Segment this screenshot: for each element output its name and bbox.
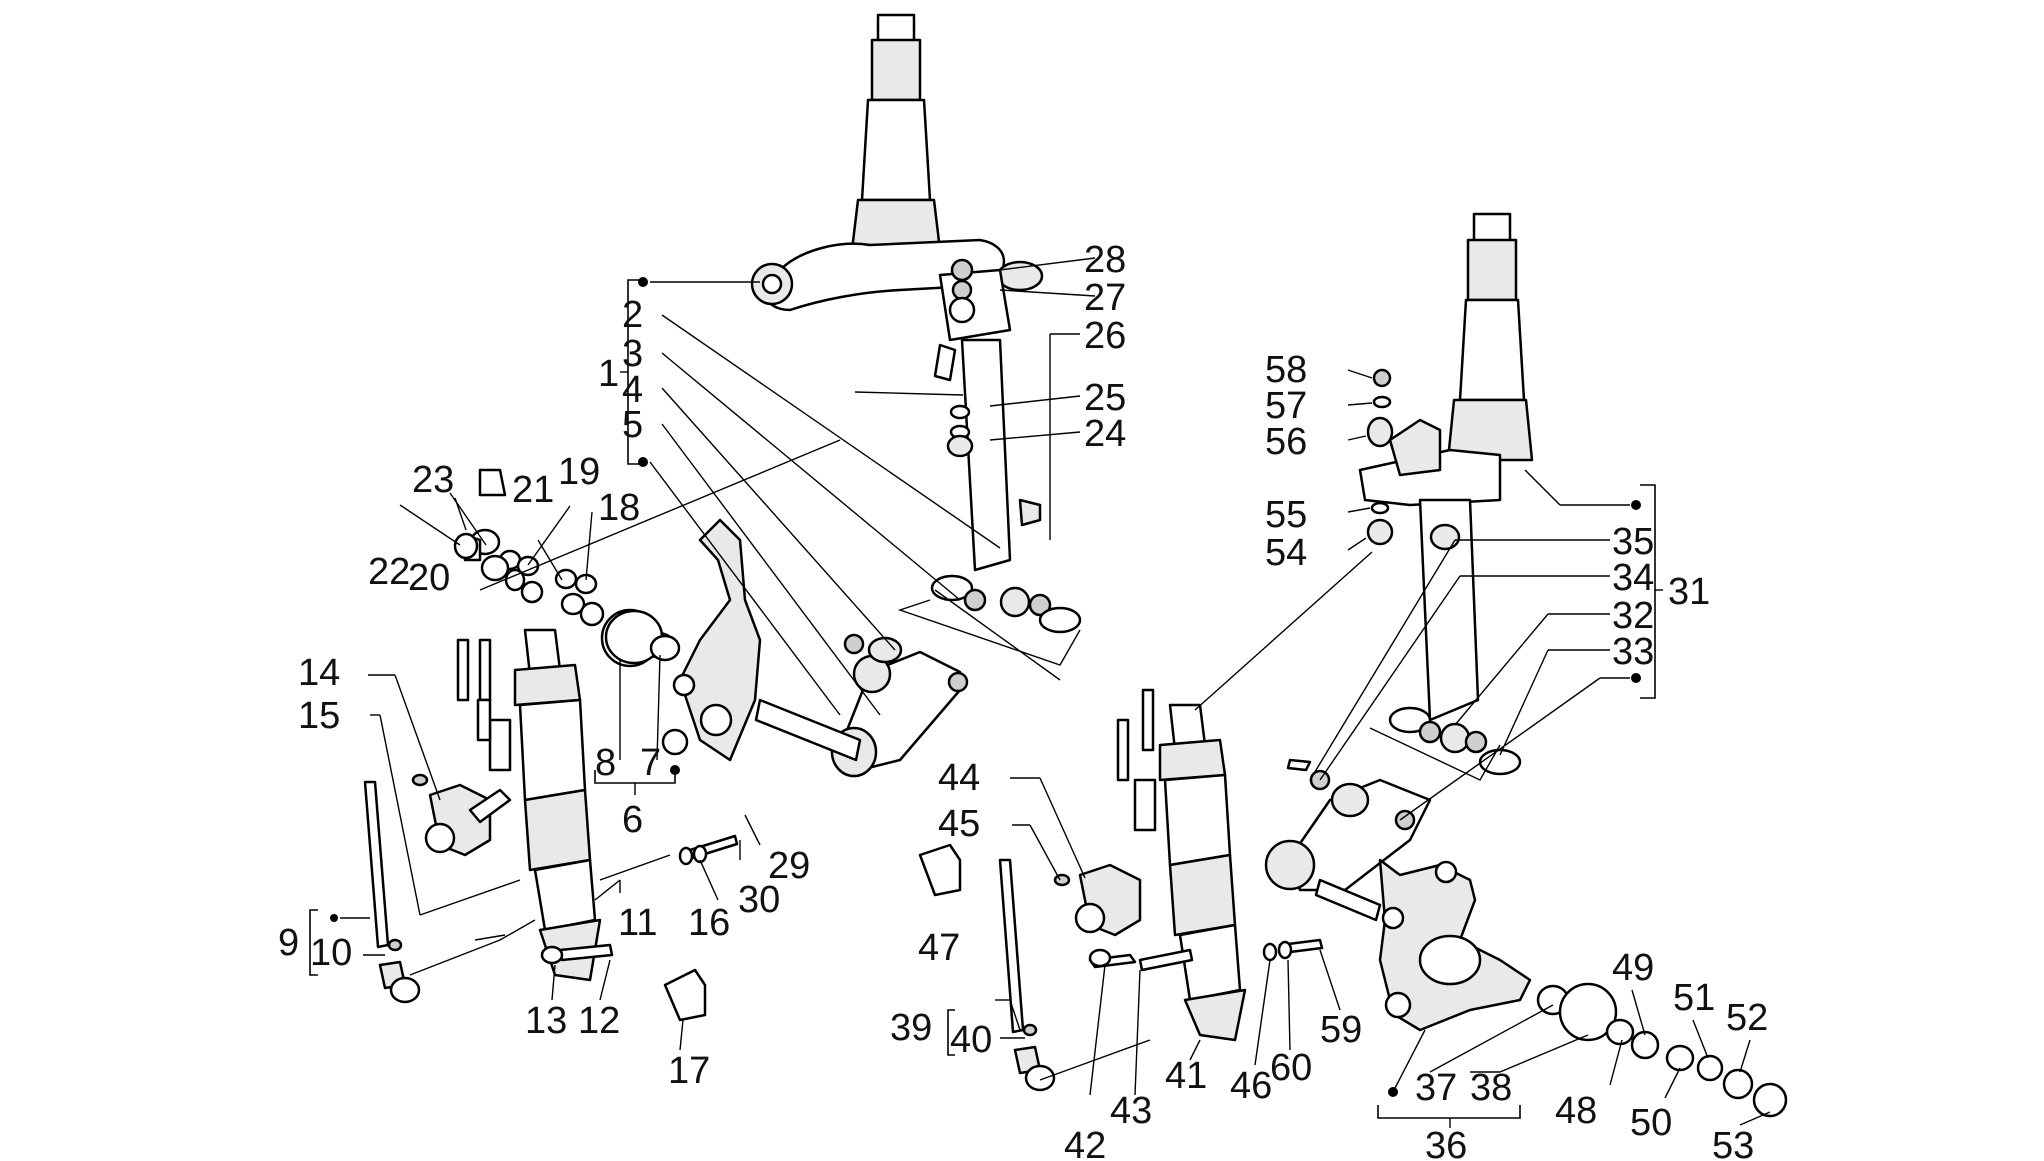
callout-7: 7 — [640, 742, 661, 784]
callout-14: 14 — [298, 652, 340, 694]
callout-37: 37 — [1415, 1067, 1457, 1109]
callout-18: 18 — [598, 487, 640, 529]
callout-52: 52 — [1726, 997, 1768, 1039]
right-brackets — [918, 843, 1324, 972]
callout-28: 28 — [1084, 239, 1126, 281]
callout-35: 35 — [1612, 521, 1654, 563]
callout-43: 43 — [1110, 1090, 1152, 1132]
right-swing-arm — [1264, 758, 1432, 922]
left-washer-stack — [453, 532, 681, 665]
callout-29: 29 — [768, 845, 810, 887]
callout-49: 49 — [1612, 947, 1654, 989]
callout-3: 3 — [622, 333, 643, 375]
callout-13: 13 — [525, 1000, 567, 1042]
callout-4: 4 — [622, 369, 643, 411]
callout-5: 5 — [622, 404, 643, 446]
callout-11: 11 — [618, 902, 657, 944]
callout-25: 25 — [1084, 377, 1126, 419]
callout-50: 50 — [1630, 1102, 1672, 1144]
left-shock-absorber — [456, 628, 602, 982]
callout-56: 56 — [1265, 421, 1307, 463]
callout-45: 45 — [938, 803, 980, 845]
callout-48: 48 — [1555, 1090, 1597, 1132]
callout-9: 9 — [278, 922, 299, 964]
callout-53: 53 — [1712, 1125, 1754, 1161]
right-top-washers — [1366, 368, 1394, 546]
right-washer-stack — [1536, 982, 1788, 1118]
callout-12: 12 — [578, 1000, 620, 1042]
callout-44: 44 — [938, 757, 980, 799]
callout-30: 30 — [738, 879, 780, 921]
left-swing-arm — [754, 633, 969, 778]
callout-1: 1 — [598, 353, 619, 395]
callout-numbers: 1 2 3 4 5 6 7 8 9 10 11 12 13 14 15 16 1… — [278, 239, 1768, 1161]
right-tie-rod — [998, 858, 1056, 1092]
callout-26: 26 — [1084, 315, 1126, 357]
callout-60: 60 — [1270, 1047, 1312, 1089]
callout-40: 40 — [950, 1019, 992, 1061]
callout-46: 46 — [1230, 1065, 1272, 1107]
callout-36: 36 — [1425, 1125, 1467, 1161]
callout-51: 51 — [1673, 977, 1715, 1019]
callout-31: 31 — [1668, 571, 1710, 613]
left-tie-rod — [363, 780, 421, 1004]
callout-58: 58 — [1265, 349, 1307, 391]
callout-57: 57 — [1265, 385, 1307, 427]
callout-22: 22 — [368, 551, 410, 593]
left-bolts — [540, 834, 739, 1022]
callout-55: 55 — [1265, 494, 1307, 536]
callout-34: 34 — [1612, 557, 1654, 599]
callout-19: 19 — [558, 451, 600, 493]
callout-32: 32 — [1612, 595, 1654, 637]
right-steering-column — [1358, 212, 1534, 776]
callout-54: 54 — [1265, 532, 1307, 574]
callout-2: 2 — [622, 294, 643, 336]
left-steering-column — [750, 13, 1082, 634]
callout-20: 20 — [408, 557, 450, 599]
callout-8: 8 — [595, 742, 616, 784]
callout-23: 23 — [412, 459, 454, 501]
callout-41: 41 — [1165, 1055, 1207, 1097]
callout-21: 21 — [512, 469, 554, 511]
callout-10: 10 — [310, 932, 352, 974]
callout-15: 15 — [298, 695, 340, 737]
callout-38: 38 — [1470, 1067, 1512, 1109]
left-caliper — [411, 773, 512, 857]
callout-42: 42 — [1064, 1125, 1106, 1161]
leader-lines — [309, 257, 1771, 1128]
callout-17: 17 — [668, 1050, 710, 1092]
callout-6: 6 — [622, 799, 643, 841]
right-shock-absorber — [1116, 688, 1247, 1042]
callout-33: 33 — [1612, 631, 1654, 673]
callout-24: 24 — [1084, 413, 1126, 455]
callout-39: 39 — [890, 1007, 932, 1049]
right-hub-carrier — [1378, 858, 1532, 1032]
callout-47: 47 — [918, 927, 960, 969]
right-caliper — [1053, 863, 1142, 937]
callout-27: 27 — [1084, 277, 1126, 319]
callout-59: 59 — [1320, 1009, 1362, 1051]
callout-16: 16 — [688, 902, 730, 944]
